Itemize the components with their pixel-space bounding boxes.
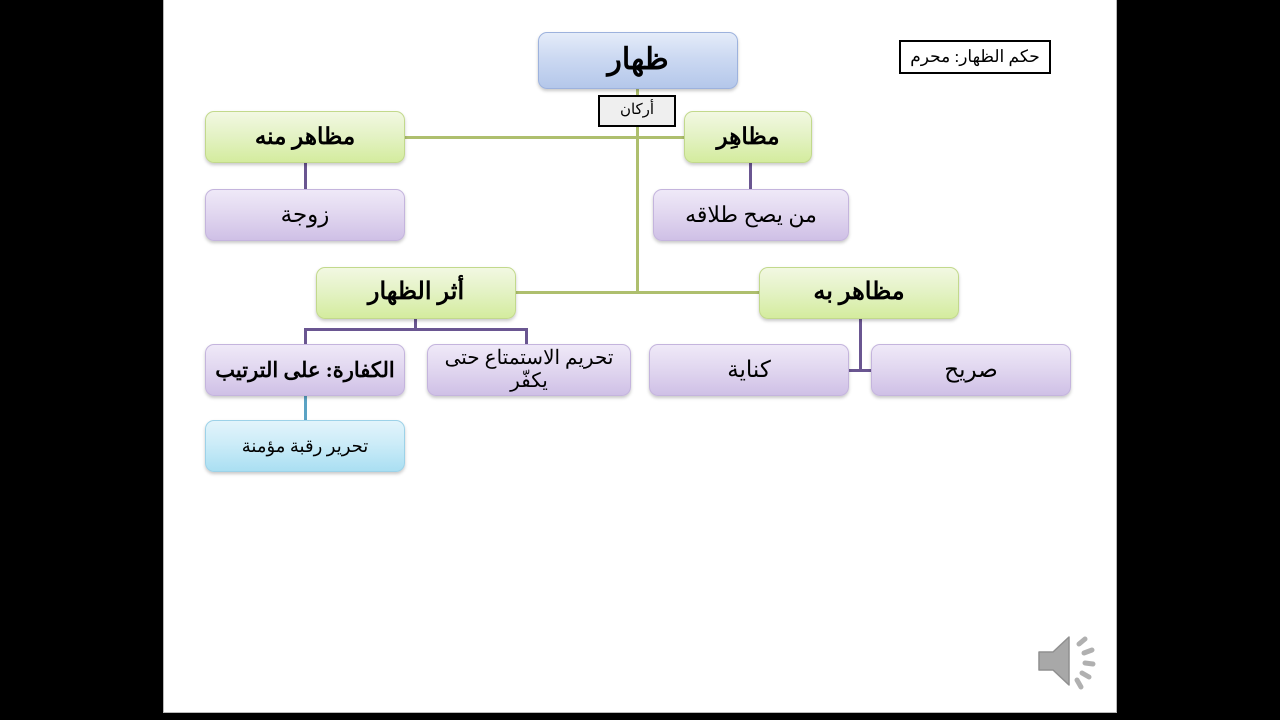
connector-athar-horizontal bbox=[304, 328, 528, 331]
note-ruling-of-zihar[interactable]: حكم الظهار: محرم bbox=[899, 40, 1051, 74]
connector-athar-stem bbox=[414, 319, 417, 330]
node-pillars-label[interactable]: أركان bbox=[598, 95, 676, 127]
slide-canvas: ظهار أركان حكم الظهار: محرم مظاهر منه زو… bbox=[163, 0, 1117, 713]
node-zihar-title[interactable]: ظهار bbox=[538, 32, 738, 89]
node-muzahar-minhu[interactable]: مظاهر منه bbox=[205, 111, 405, 163]
connector-row2-horizontal bbox=[514, 291, 760, 294]
node-athar-al-zihar[interactable]: أثر الظهار bbox=[316, 267, 516, 319]
speaker-icon[interactable] bbox=[1033, 630, 1111, 692]
connector-kaffara-to-tahrir-raqaba bbox=[304, 396, 307, 421]
node-tahrim-al-istimta[interactable]: تحريم الاستمتاع حتى يكفّر bbox=[427, 344, 631, 396]
node-sarih[interactable]: صريح bbox=[871, 344, 1071, 396]
letterbox-left bbox=[0, 0, 163, 720]
node-kinaya[interactable]: كناية bbox=[649, 344, 849, 396]
connector-row1-horizontal bbox=[404, 136, 686, 139]
connector-athar-to-kaffara bbox=[304, 328, 307, 345]
node-muzahir[interactable]: مظاهِر bbox=[684, 111, 812, 163]
connector-pillars-trunk bbox=[636, 127, 639, 294]
letterbox-bottom bbox=[163, 713, 1117, 720]
connector-muzahar-bihi-stem bbox=[859, 319, 862, 371]
node-man-yasihhu-talaquhu[interactable]: من يصح طلاقه bbox=[653, 189, 849, 241]
node-muzahar-bihi[interactable]: مظاهر به bbox=[759, 267, 959, 319]
node-zawja[interactable]: زوجة bbox=[205, 189, 405, 241]
node-kaffara[interactable]: الكفارة: على الترتيب bbox=[205, 344, 405, 396]
connector-muzahar-minhu-to-zawja bbox=[304, 163, 307, 190]
letterbox-right bbox=[1117, 0, 1280, 720]
connector-muzahar-bihi-horizontal bbox=[832, 369, 884, 372]
connector-athar-to-tahrim bbox=[525, 328, 528, 345]
connector-title-to-pillars bbox=[636, 89, 639, 97]
connector-muzahir-to-man-yasihhu bbox=[749, 163, 752, 190]
node-tahrir-raqaba-muminah[interactable]: تحرير رقبة مؤمنة bbox=[205, 420, 405, 472]
